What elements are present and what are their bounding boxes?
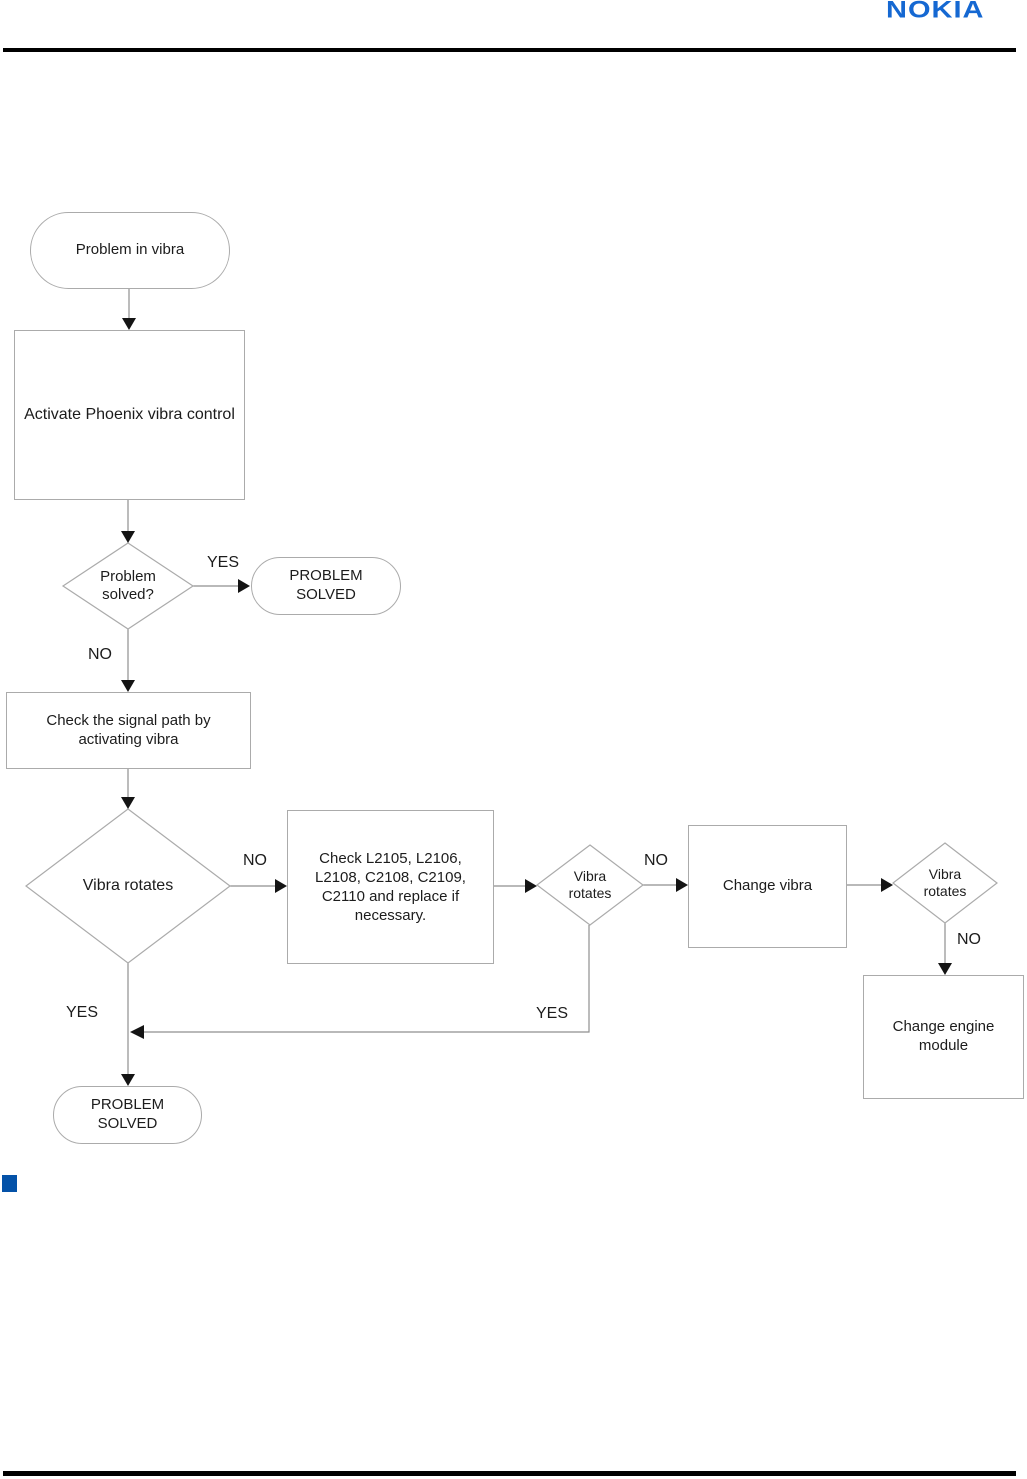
edge-label-yes-left: YES <box>66 1004 99 1021</box>
node-vibra-rotates-3: Vibra rotates <box>923 866 967 899</box>
nokia-logo: NOKIA <box>886 0 985 24</box>
diamond-outlines <box>25 542 998 964</box>
edge-label-no-2: NO <box>243 852 267 869</box>
node-check-components: Check L2105, L2106, L2108, C2108, C2109,… <box>287 810 494 964</box>
footer-rule <box>3 1471 1016 1476</box>
node-problem-solved-bottom: PROBLEM SOLVED <box>53 1086 202 1144</box>
diamond-problem-solved <box>61 542 195 630</box>
diamond-vibra-rotates-3 <box>892 842 998 924</box>
edge-label-no-1: NO <box>88 646 112 663</box>
section-marker-square <box>2 1175 17 1192</box>
edge-label-yes-right: YES <box>536 1005 569 1022</box>
node-activate-phoenix: Activate Phoenix vibra control <box>14 330 245 500</box>
edge-label-no-3: NO <box>644 852 668 869</box>
header-rule <box>3 48 1016 52</box>
diamond-vibra-rotates-1 <box>25 808 231 964</box>
node-check-signal-path: Check the signal path by activating vibr… <box>6 692 251 769</box>
node-change-engine-module: Change engine module <box>863 975 1024 1099</box>
edge-label-no-4: NO <box>957 931 981 948</box>
edge-label-yes-1: YES <box>207 554 240 571</box>
diamond-vibra-rotates-2 <box>536 844 644 926</box>
node-problem-solved-top: PROBLEM SOLVED <box>251 557 401 615</box>
node-vibra-rotates-2: Vibra rotates <box>568 868 612 901</box>
node-problem-solved-question: Problem solved? <box>100 568 156 603</box>
node-vibra-rotates-1: Vibra rotates <box>82 877 174 895</box>
node-start: Problem in vibra <box>30 212 230 289</box>
arrowheads <box>121 318 952 1086</box>
node-change-vibra: Change vibra <box>688 825 847 948</box>
connector-lines <box>127 287 946 1076</box>
